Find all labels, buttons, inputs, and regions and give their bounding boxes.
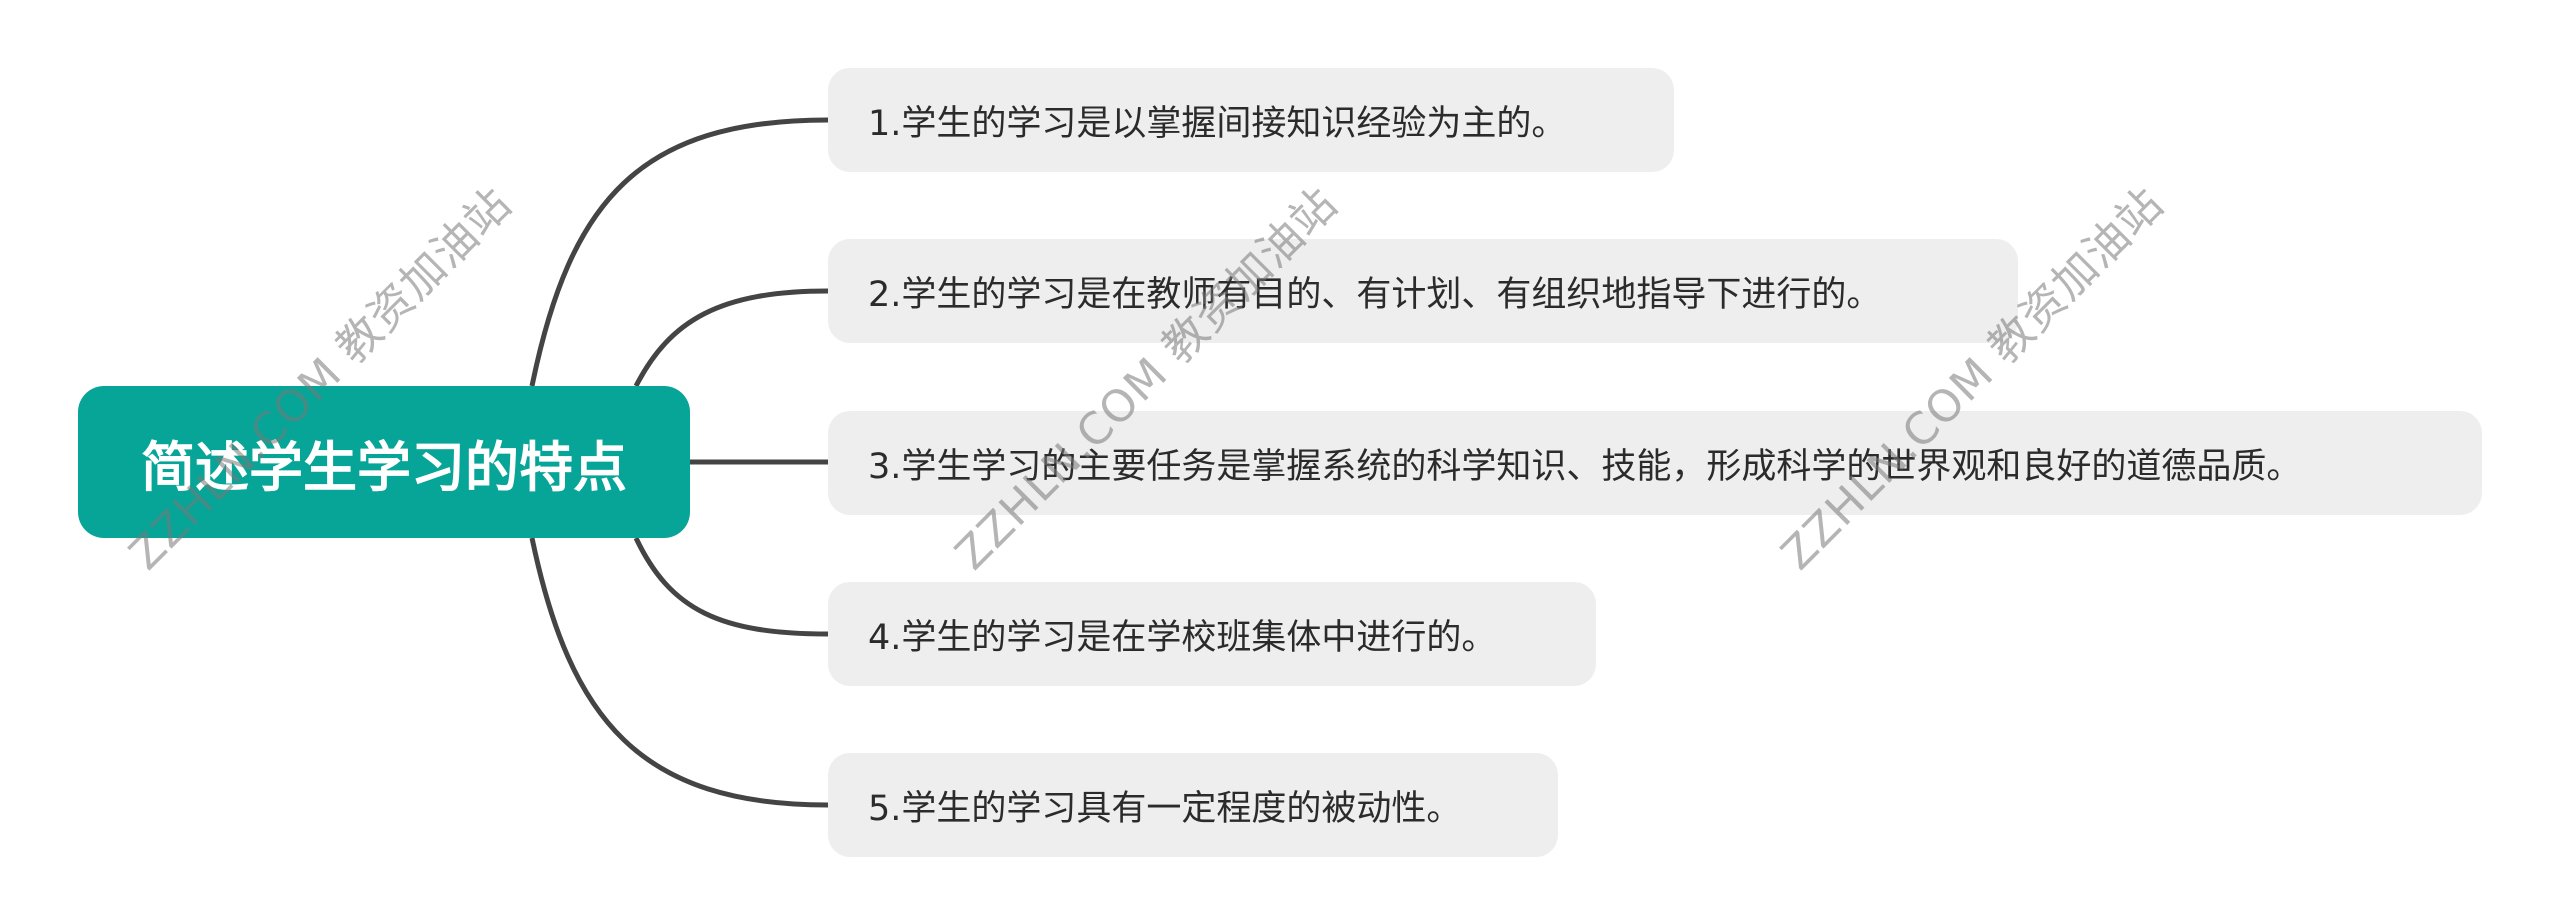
connector-branch-2: [633, 288, 829, 388]
watermark-text: ZZHLN.COM 教资加油站: [945, 178, 1348, 580]
root-topic-label: 简述学生学习的特点: [141, 435, 627, 499]
connector-branch-1: [529, 117, 829, 387]
branch-topic-1[interactable]: 1.学生的学习是以掌握间接知识经验为主的。: [828, 68, 1674, 172]
branch-topic-label: 5.学生的学习具有一定程度的被动性。: [868, 788, 1462, 829]
branch-topic-5[interactable]: 5.学生的学习具有一定程度的被动性。: [828, 753, 1558, 857]
root-topic[interactable]: 简述学生学习的特点: [78, 386, 690, 538]
branch-topic-label: 2.学生的学习是在教师有目的、有计划、有组织地指导下进行的。: [868, 274, 1882, 315]
branch-topic-label: 3.学生学习的主要任务是掌握系统的科学知识、技能，形成科学的世界观和良好的道德品…: [868, 446, 2302, 487]
branch-topic-3[interactable]: 3.学生学习的主要任务是掌握系统的科学知识、技能，形成科学的世界观和良好的道德品…: [828, 411, 2482, 515]
connector-branch-5: [529, 537, 829, 808]
connector-branch-4: [633, 536, 829, 637]
branch-topic-label: 1.学生的学习是以掌握间接知识经验为主的。: [868, 103, 1567, 144]
branch-topic-4[interactable]: 4.学生的学习是在学校班集体中进行的。: [828, 582, 1596, 686]
branch-topic-2[interactable]: 2.学生的学习是在教师有目的、有计划、有组织地指导下进行的。: [828, 239, 2018, 343]
watermark-text: ZZHLN.COM 教资加油站: [1771, 178, 2174, 580]
branch-topic-label: 4.学生的学习是在学校班集体中进行的。: [868, 617, 1497, 658]
